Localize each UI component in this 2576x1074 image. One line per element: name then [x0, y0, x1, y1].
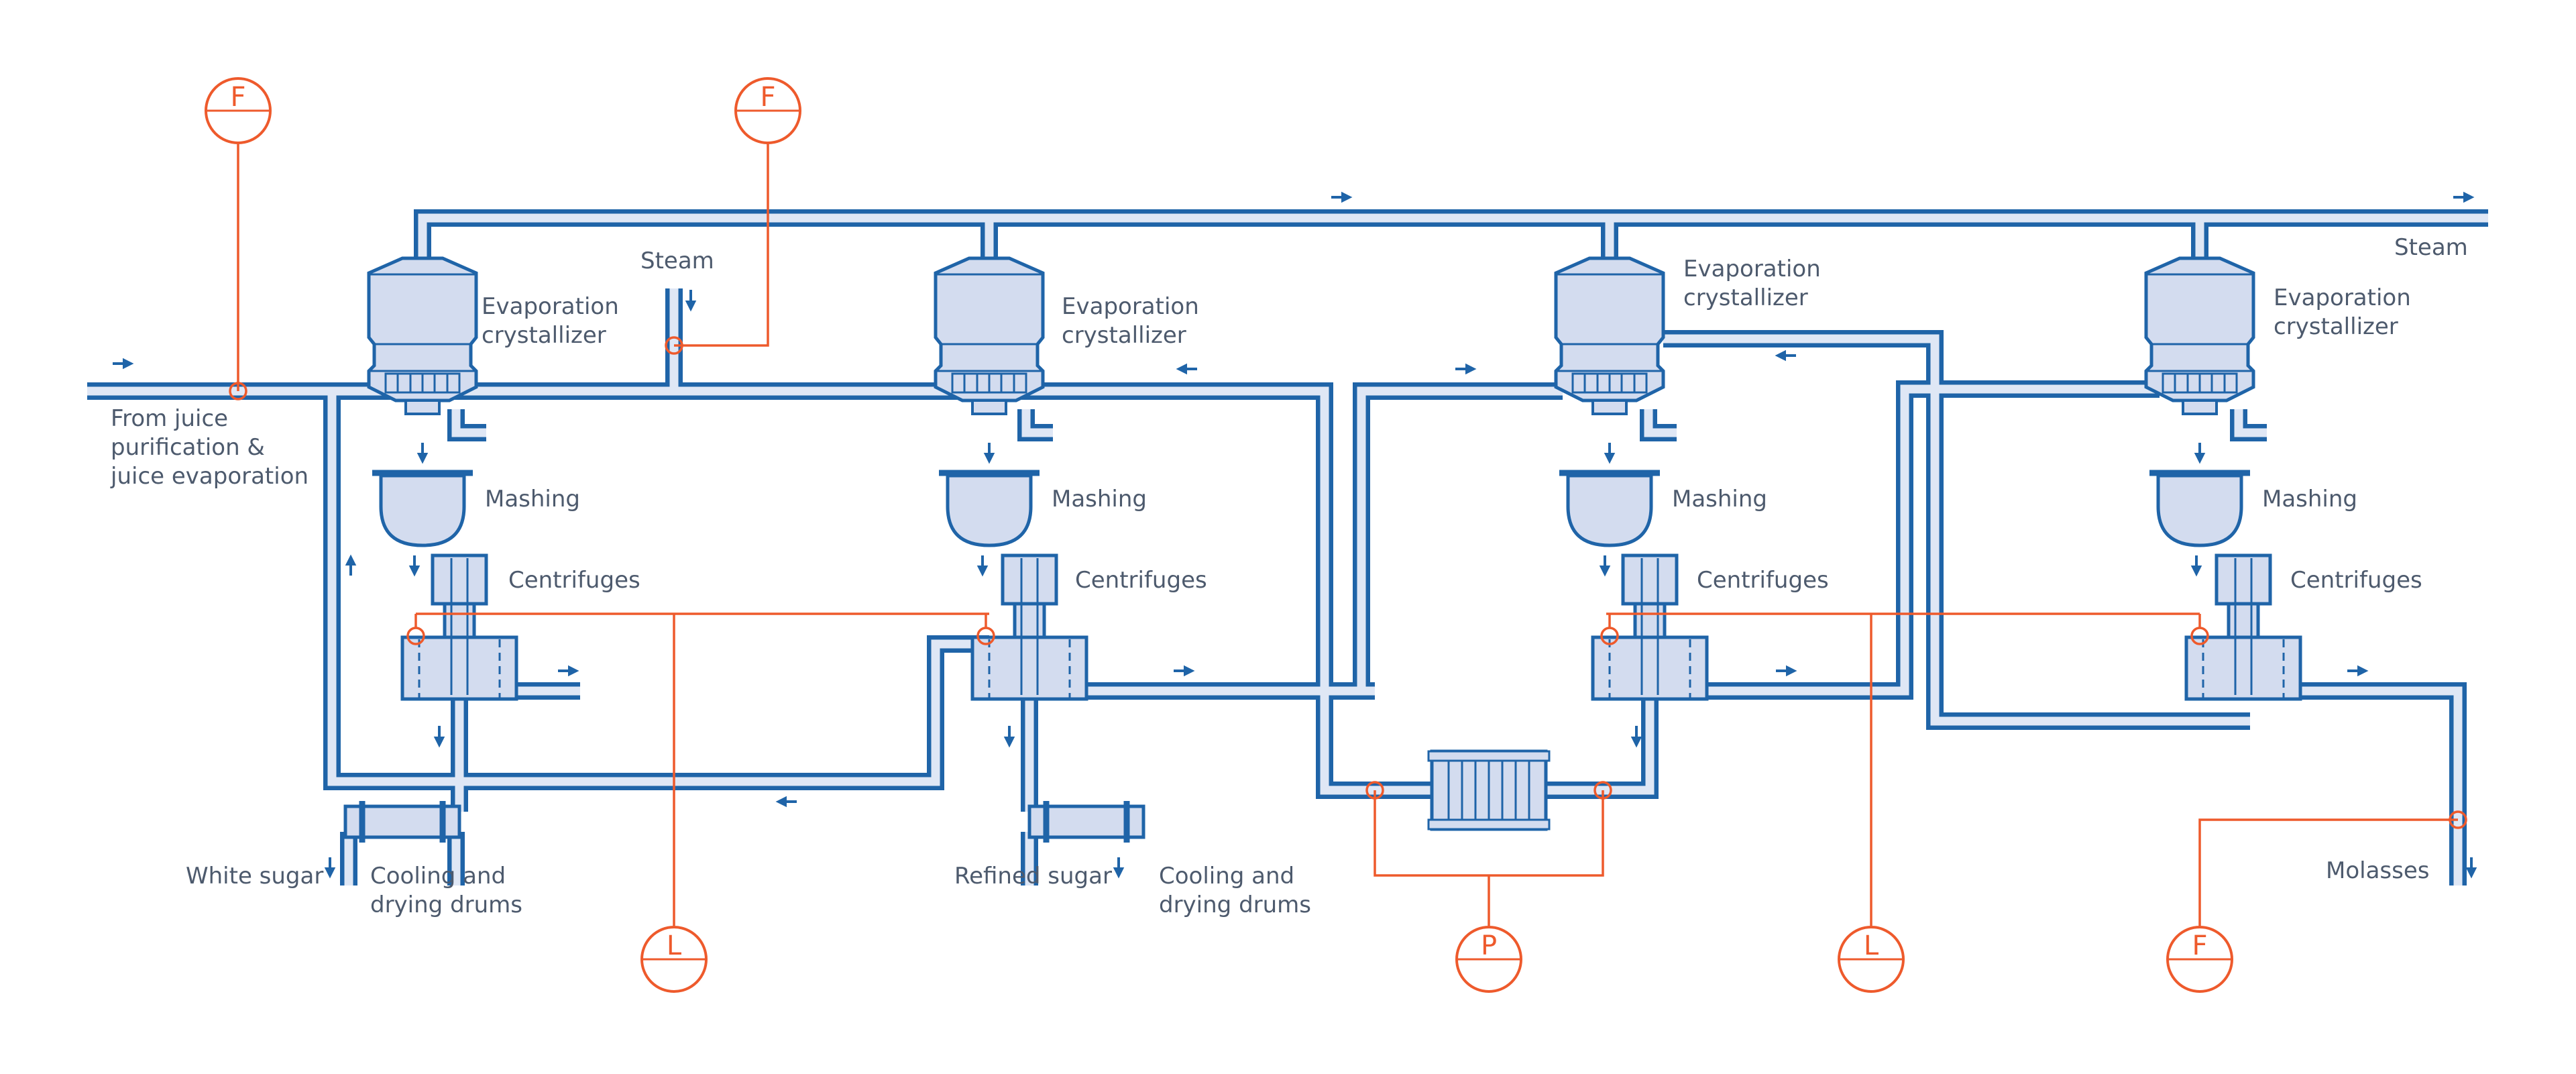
label-crystallizer-1-line-2: crystallizer: [482, 322, 606, 349]
pressure-indicator: P: [1455, 926, 1522, 993]
label-mashing-4: Mashing: [2262, 486, 2357, 513]
level-indicator-2: L: [1838, 926, 1905, 993]
cooling-drying-drum-1: [345, 801, 459, 843]
label-crystallizer-4-line-1: Evaporation: [2274, 284, 2411, 311]
label-crystallizer-1-line-1: Evaporation: [482, 293, 619, 320]
pipe-molasses-outlet: [2300, 682, 2467, 885]
pressure-indicator-symbol: P: [1481, 930, 1497, 961]
flow-arrows: [113, 191, 2477, 879]
label-centrifuges-2: Centrifuges: [1075, 567, 1207, 594]
label-centrifuges-3: Centrifuges: [1697, 567, 1829, 594]
label-white-sugar: White sugar: [186, 863, 323, 890]
pipe-juice-feed: [87, 382, 1375, 700]
flow-indicator-3-symbol: F: [2192, 930, 2207, 961]
label-steam-inlet: Steam: [640, 248, 714, 274]
level-indicator-2-symbol: L: [1864, 930, 1879, 961]
label-crystallizer-3-line-2: crystallizer: [1683, 284, 1808, 311]
label-from-juice-line-3: juice evaporation: [110, 463, 309, 490]
centrifuge-4: [2186, 555, 2300, 699]
pipe-exchanger-to-centrifuge-3: [1546, 698, 1659, 799]
mashing-tank-3: [1559, 473, 1660, 545]
evaporation-crystallizer-1: [369, 258, 476, 414]
mashing-tank-1: [372, 473, 473, 545]
pipe-feed-to-exchanger: [1316, 691, 1432, 799]
flow-indicator-1-symbol: F: [230, 82, 245, 113]
label-crystallizer-2-line-2: crystallizer: [1062, 322, 1186, 349]
label-centrifuges-1: Centrifuges: [508, 567, 640, 594]
instrument-signal-lines: [229, 144, 2467, 926]
pipe-return-loop: [323, 391, 989, 790]
evaporation-crystallizer-4: [2146, 258, 2253, 414]
centrifuge-1: [402, 555, 516, 699]
flow-indicator-2-symbol: F: [760, 82, 775, 113]
label-mashing-2: Mashing: [1052, 486, 1147, 513]
label-from-juice-line-1: From juice: [111, 405, 228, 432]
label-cooling-2-line-1: Cooling and: [1159, 863, 1294, 890]
label-from-juice-line-2: purification &: [111, 434, 265, 461]
label-mashing-1: Mashing: [485, 486, 580, 513]
mashing-tank-4: [2149, 473, 2250, 545]
label-crystallizer-4-line-2: crystallizer: [2274, 313, 2398, 340]
label-cooling-1-line-1: Cooling and: [370, 863, 506, 890]
flow-indicator-1: F: [205, 77, 272, 144]
label-molasses: Molasses: [2326, 857, 2429, 884]
label-cooling-1-line-2: drying drums: [370, 892, 522, 918]
level-indicator-1-symbol: L: [667, 930, 682, 961]
mashing-tank-2: [939, 473, 1040, 545]
cooling-drying-drum-2: [1029, 801, 1143, 843]
diagram-labels: From juice purification & juice evaporat…: [110, 234, 2468, 918]
centrifuge-2: [972, 555, 1086, 699]
level-indicator-1: L: [640, 926, 708, 993]
label-crystallizer-2-line-1: Evaporation: [1062, 293, 1199, 320]
label-mashing-3: Mashing: [1672, 486, 1767, 513]
evaporation-crystallizer-2: [936, 258, 1043, 414]
heat-exchanger: [1427, 749, 1551, 831]
label-centrifuges-4: Centrifuges: [2290, 567, 2422, 594]
label-crystallizer-3-line-1: Evaporation: [1683, 256, 1821, 282]
flow-indicator-2: F: [734, 77, 801, 144]
flow-indicator-3: F: [2166, 926, 2233, 993]
label-refined-sugar: Refined sugar: [954, 863, 1112, 890]
evaporation-crystallizer-3: [1556, 258, 1663, 414]
label-cooling-2-line-2: drying drums: [1159, 892, 1311, 918]
label-steam-header: Steam: [2394, 234, 2468, 261]
